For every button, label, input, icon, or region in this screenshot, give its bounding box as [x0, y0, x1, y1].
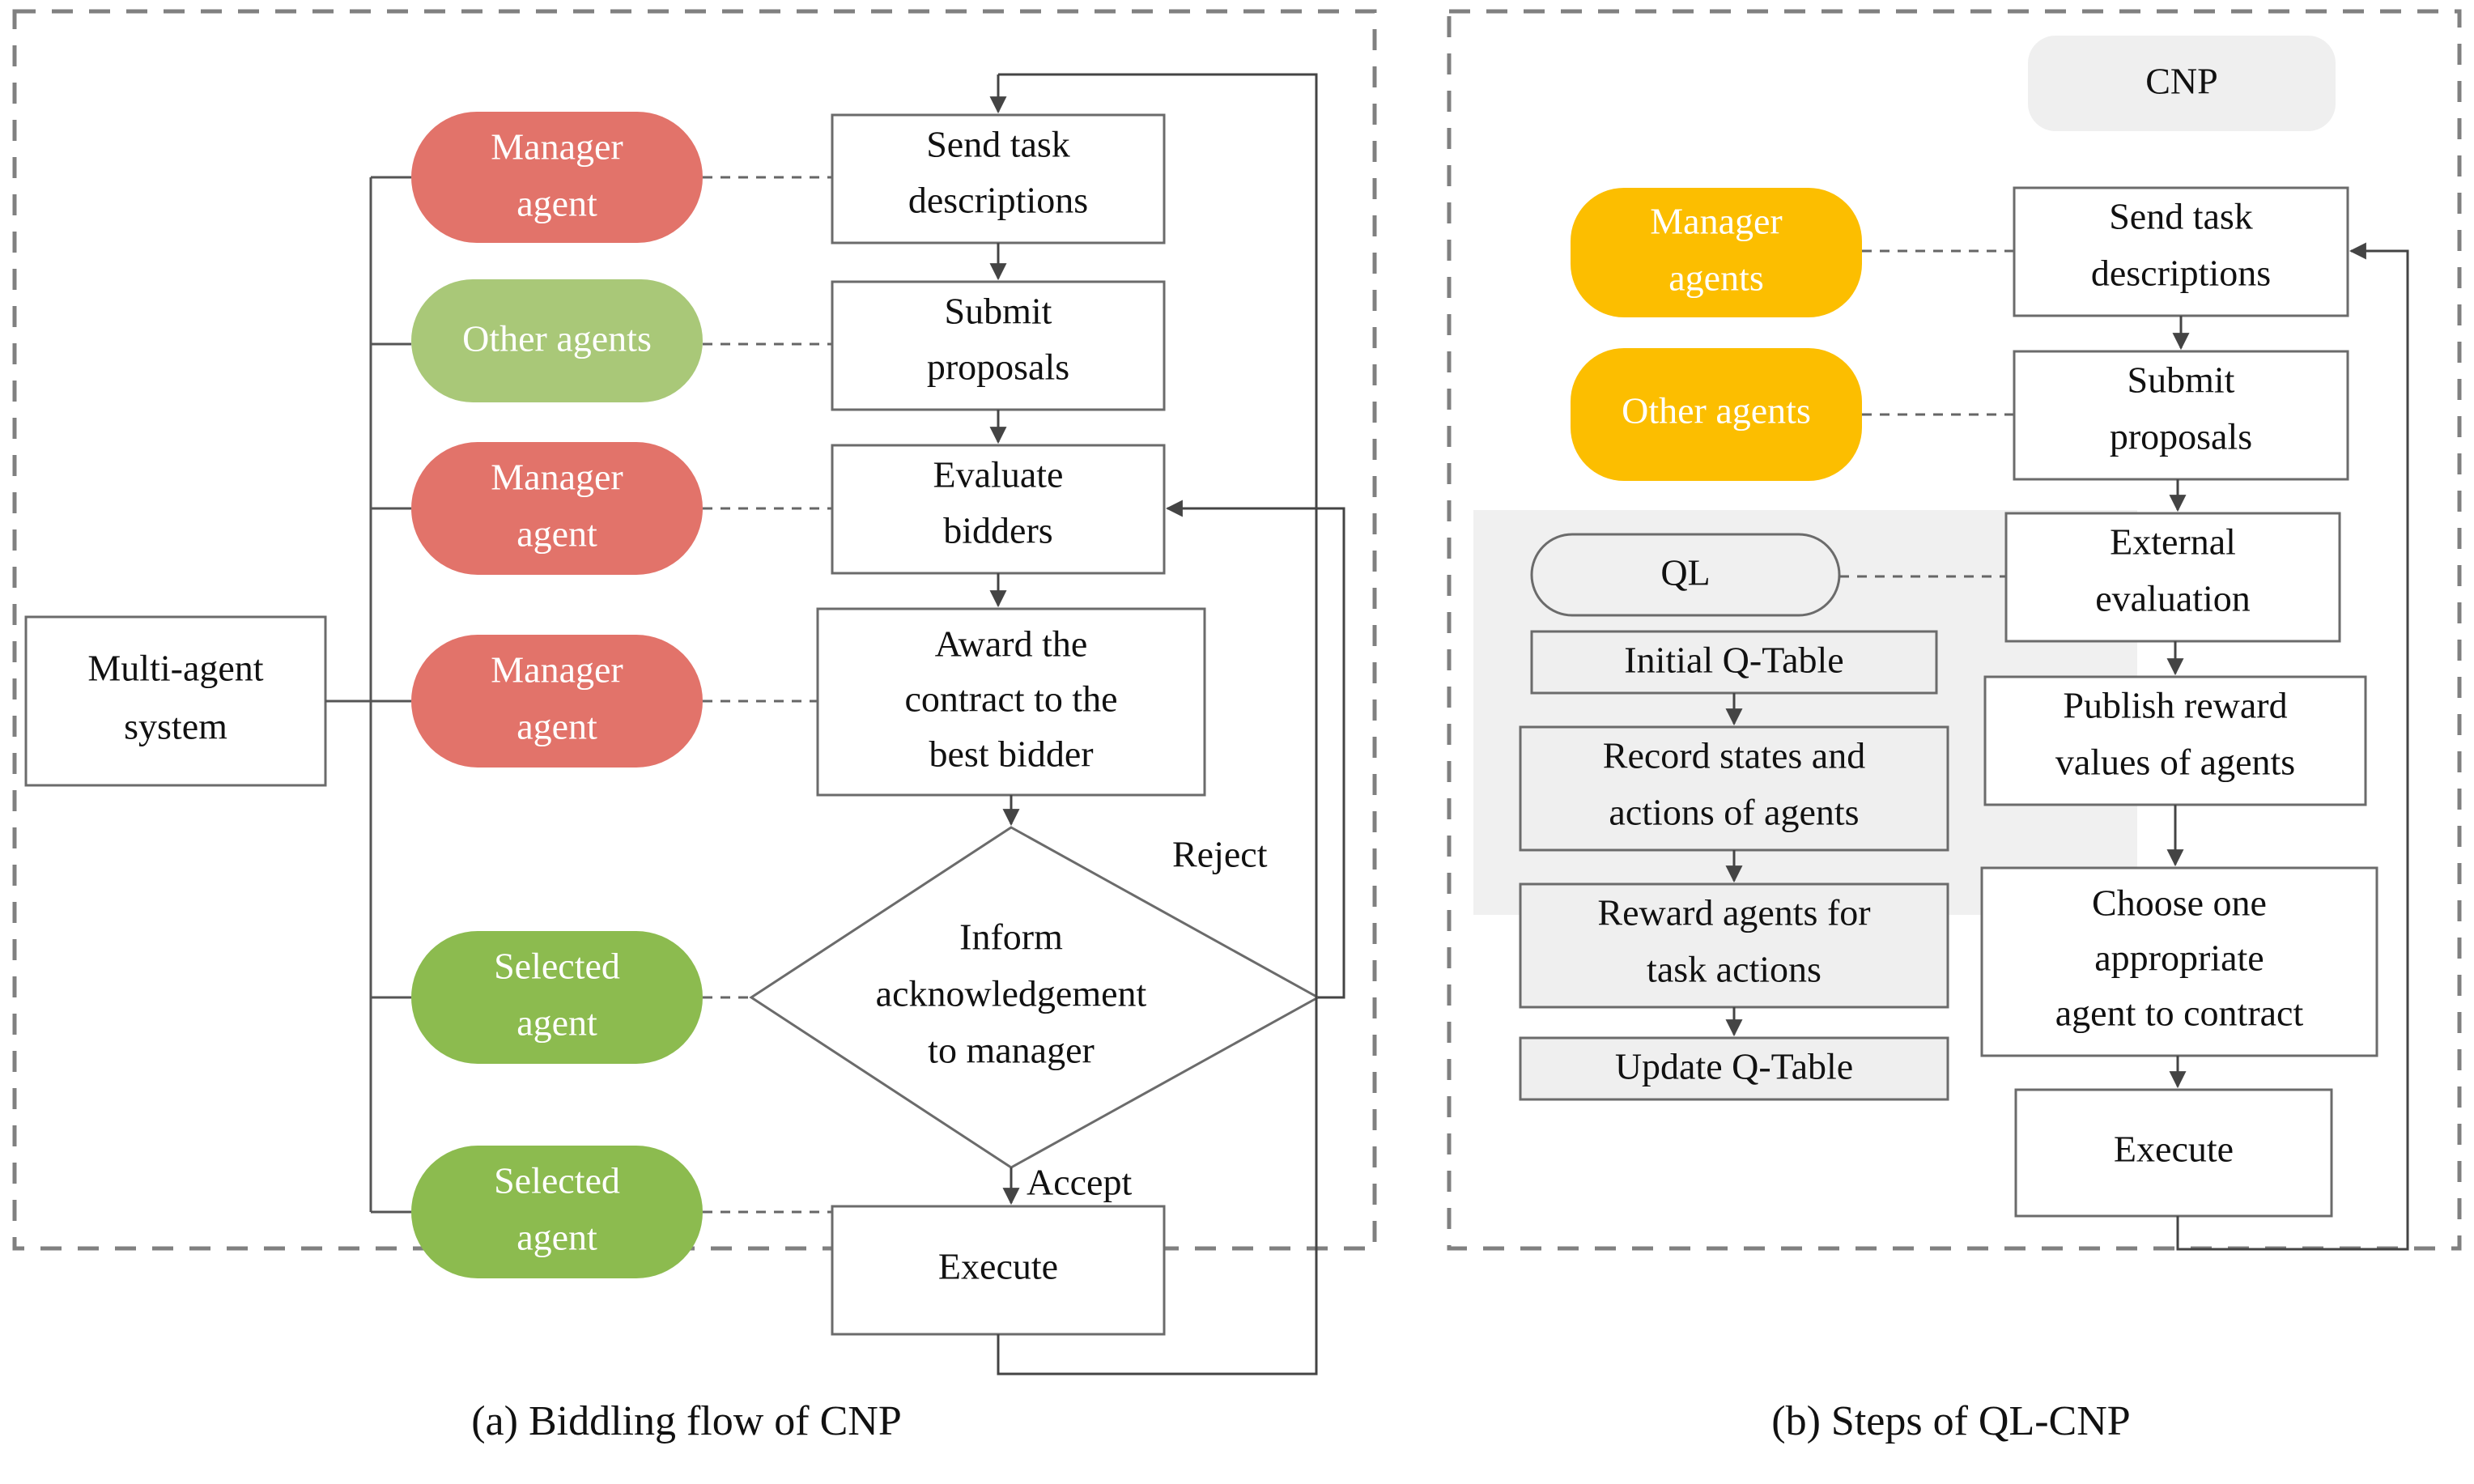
- actor-pill-other-agents: Other agents: [411, 279, 703, 402]
- step-label: Execute: [938, 1246, 1058, 1287]
- actor-label: Manager: [491, 457, 623, 498]
- decision-label: acknowledgement: [876, 973, 1147, 1014]
- actor-label: Selected: [494, 946, 620, 987]
- node-multi-agent-system: Multi-agent system: [24, 615, 327, 787]
- step-label: proposals: [927, 347, 1069, 388]
- bracket-connector: [325, 176, 411, 1214]
- step-label: Evaluate: [933, 454, 1064, 495]
- actor-label: agents: [1668, 257, 1764, 299]
- ql-step-label: Initial Q-Table: [1624, 640, 1843, 681]
- actor-label: Selected: [494, 1160, 620, 1201]
- panel-b-border: [1447, 9, 2462, 1251]
- step-evaluate-bidders: Evaluate bidders: [831, 444, 1166, 575]
- step-label: Award the: [935, 623, 1088, 665]
- actor-pill-selected-agent-2: Selected agent: [411, 1146, 703, 1278]
- actor-pill-selected-agent-1: Selected agent: [411, 931, 703, 1064]
- ql-step-label: Record states and: [1603, 735, 1865, 776]
- tag-label: CNP: [2145, 61, 2217, 102]
- step-label: Submit: [945, 291, 1052, 332]
- step-label: contract to the: [904, 678, 1117, 720]
- actor-label: Other agents: [1622, 390, 1811, 432]
- step-label: Execute: [2114, 1129, 2234, 1170]
- step-label: Submit: [2128, 359, 2235, 401]
- flow-arrows-a: [989, 73, 1345, 1376]
- step-send-task-descriptions: Send task descriptions: [831, 113, 1166, 244]
- actor-label: Manager: [491, 126, 623, 168]
- actor-label: agent: [516, 1002, 597, 1044]
- actor-label: Manager: [1650, 201, 1782, 242]
- ql-step-label: Reward agents for: [1597, 892, 1870, 933]
- ql-step-record-states: Record states and actions of agents: [1519, 725, 1949, 852]
- ql-step-reward-agents: Reward agents for task actions: [1519, 882, 1949, 1009]
- step-label: External: [2110, 521, 2236, 563]
- step-submit-proposals: Submit proposals: [831, 280, 1166, 411]
- node-label: Multi-agent: [87, 648, 263, 689]
- step-b-external-evaluation: External evaluation: [2004, 512, 2341, 643]
- ql-step-label: Update Q-Table: [1615, 1046, 1853, 1087]
- step-b-send-task-descriptions: Send task descriptions: [2013, 186, 2349, 317]
- step-label: Publish reward: [2063, 685, 2287, 726]
- ql-step-initial-q-table: Initial Q-Table: [1530, 630, 1938, 695]
- step-b-publish-reward-values: Publish reward values of agents: [1983, 675, 2367, 806]
- actor-label: agent: [516, 1217, 597, 1258]
- step-label: evaluation: [2095, 578, 2251, 619]
- caption-panel-a: (a) Biddling flow of CNP: [471, 1398, 902, 1444]
- panel-a-border: [12, 9, 1377, 1251]
- actor-pill-manager-agents: Manager agents: [1571, 188, 1862, 317]
- panel-a: Multi-agent system Manager agent Other a…: [12, 9, 1377, 1444]
- actor-label: agent: [516, 183, 597, 224]
- edge-label-accept: Accept: [1027, 1162, 1132, 1203]
- step-award-contract: Award the contract to the best bidder: [816, 607, 1206, 797]
- actor-pill-other-agents-b: Other agents: [1571, 348, 1862, 481]
- step-b-execute: Execute: [2014, 1088, 2333, 1218]
- step-label: Send task: [2109, 196, 2253, 237]
- flow-arrows-b: [2166, 242, 2409, 1251]
- ql-step-label: task actions: [1647, 949, 1821, 990]
- step-label: bidders: [943, 510, 1052, 551]
- step-label: values of agents: [2055, 742, 2295, 783]
- actor-pill-manager-agent-3: Manager agent: [411, 635, 703, 768]
- decision-label: Inform: [959, 916, 1063, 958]
- step-label: appropriate: [2094, 938, 2264, 979]
- step-label: best bidder: [929, 733, 1093, 775]
- tag-cnp: CNP: [2028, 36, 2336, 131]
- step-label: agent to contract: [2055, 993, 2304, 1034]
- step-b-choose-agent: Choose one appropriate agent to contract: [1980, 866, 2378, 1057]
- step-label: descriptions: [908, 180, 1088, 221]
- actor-label: Manager: [491, 649, 623, 691]
- ql-step-label: actions of agents: [1609, 792, 1859, 833]
- node-label: system: [124, 706, 227, 747]
- decision-label: to manager: [928, 1030, 1095, 1071]
- actor-label: Other agents: [462, 318, 652, 359]
- step-label: proposals: [2110, 416, 2252, 457]
- step-label: Send task: [926, 124, 1070, 165]
- caption-panel-b: (b) Steps of QL-CNP: [1771, 1398, 2130, 1444]
- step-execute: Execute: [831, 1205, 1166, 1336]
- ql-step-update-q-table: Update Q-Table: [1519, 1036, 1949, 1101]
- dashed-links-a: [703, 176, 832, 1214]
- step-label: descriptions: [2091, 253, 2271, 294]
- tag-ql: QL: [1530, 533, 1841, 617]
- edge-label-reject: Reject: [1172, 834, 1268, 875]
- step-label: Choose one: [2092, 882, 2267, 924]
- tag-label: QL: [1660, 552, 1710, 593]
- actor-pill-manager-agent-2: Manager agent: [411, 442, 703, 575]
- actor-label: agent: [516, 513, 597, 555]
- dashed-links-b: [1839, 249, 2014, 578]
- step-b-submit-proposals: Submit proposals: [2013, 350, 2349, 481]
- panel-b: CNP QL Manager agents Other agents Initi…: [1447, 9, 2462, 1444]
- actor-pill-manager-agent-1: Manager agent: [411, 112, 703, 243]
- actor-label: agent: [516, 706, 597, 747]
- step-inform-acknowledgement-decision: Inform acknowledgement to manager: [749, 826, 1321, 1169]
